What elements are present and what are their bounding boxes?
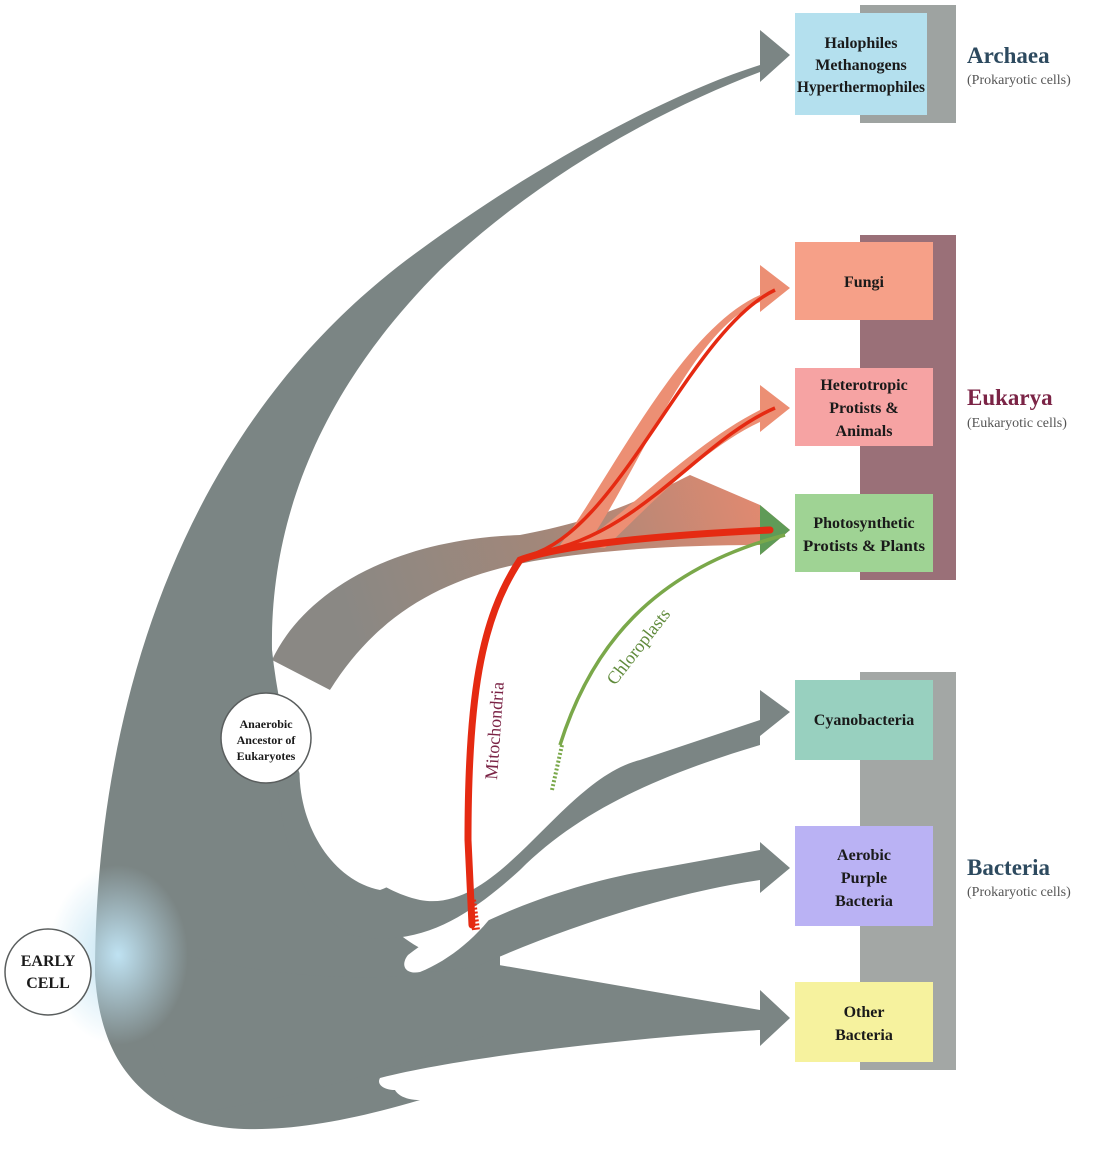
eukarya-branch — [272, 475, 790, 690]
chloroplasts-label: Chloroplasts — [602, 604, 674, 688]
early-cell-node: EARLY CELL — [5, 929, 91, 1015]
group-box-other-bacteria: Other Bacteria — [795, 982, 933, 1062]
ancestor-line3: Eukaryotes — [237, 749, 296, 763]
chloroplast-gap — [548, 640, 620, 790]
bacteria-title: Bacteria — [967, 855, 1051, 880]
early-cell-line2: CELL — [26, 975, 70, 992]
photosynthetic-line2: Protists & Plants — [803, 538, 925, 555]
domain-label-eukarya: Eukarya (Eukaryotic cells) — [967, 385, 1067, 431]
archaea-line1: Halophiles — [825, 35, 898, 52]
heterotropic-line3: Animals — [836, 423, 893, 440]
ancestor-line1: Anaerobic — [239, 717, 293, 731]
group-box-heterotropic: Heterotropic Protists & Animals — [795, 368, 933, 446]
group-box-archaea: Halophiles Methanogens Hyperthermophiles — [795, 13, 927, 115]
archaea-line2: Methanogens — [815, 57, 907, 74]
group-box-fungi: Fungi — [795, 242, 933, 320]
early-cell-line1: EARLY — [21, 953, 76, 970]
other-bacteria-line2: Bacteria — [835, 1027, 893, 1044]
archaea-title: Archaea — [967, 43, 1050, 68]
group-box-aerobic: Aerobic Purple Bacteria — [795, 826, 933, 926]
ancestor-line2: Ancestor of — [237, 733, 297, 747]
aerobic-line1: Aerobic — [837, 847, 891, 864]
aerobic-line2: Purple — [841, 870, 887, 887]
group-box-cyanobacteria: Cyanobacteria — [795, 680, 933, 760]
eukarya-subtitle: (Eukaryotic cells) — [967, 416, 1067, 431]
domain-label-bacteria: Bacteria (Prokaryotic cells) — [967, 855, 1071, 900]
cyanobacteria-line1: Cyanobacteria — [814, 712, 914, 729]
archaea-line3: Hyperthermophiles — [797, 79, 925, 96]
bacteria-subtitle: (Prokaryotic cells) — [967, 885, 1071, 900]
archaea-subtitle: (Prokaryotic cells) — [967, 73, 1071, 88]
group-box-photosynthetic: Photosynthetic Protists & Plants — [795, 494, 933, 572]
eukarya-title: Eukarya — [967, 385, 1053, 410]
fungi-line1: Fungi — [844, 274, 885, 291]
other-bacteria-line1: Other — [844, 1004, 885, 1021]
heterotropic-line1: Heterotropic — [820, 377, 907, 394]
heterotropic-line2: Protists & — [829, 400, 898, 417]
domain-label-archaea: Archaea (Prokaryotic cells) — [967, 43, 1071, 88]
aerobic-line3: Bacteria — [835, 893, 893, 910]
photosynthetic-line1: Photosynthetic — [813, 515, 914, 532]
mitochondria-label: Mitochondria — [481, 681, 508, 780]
anaerobic-ancestor-node: Anaerobic Ancestor of Eukaryotes — [221, 693, 311, 783]
